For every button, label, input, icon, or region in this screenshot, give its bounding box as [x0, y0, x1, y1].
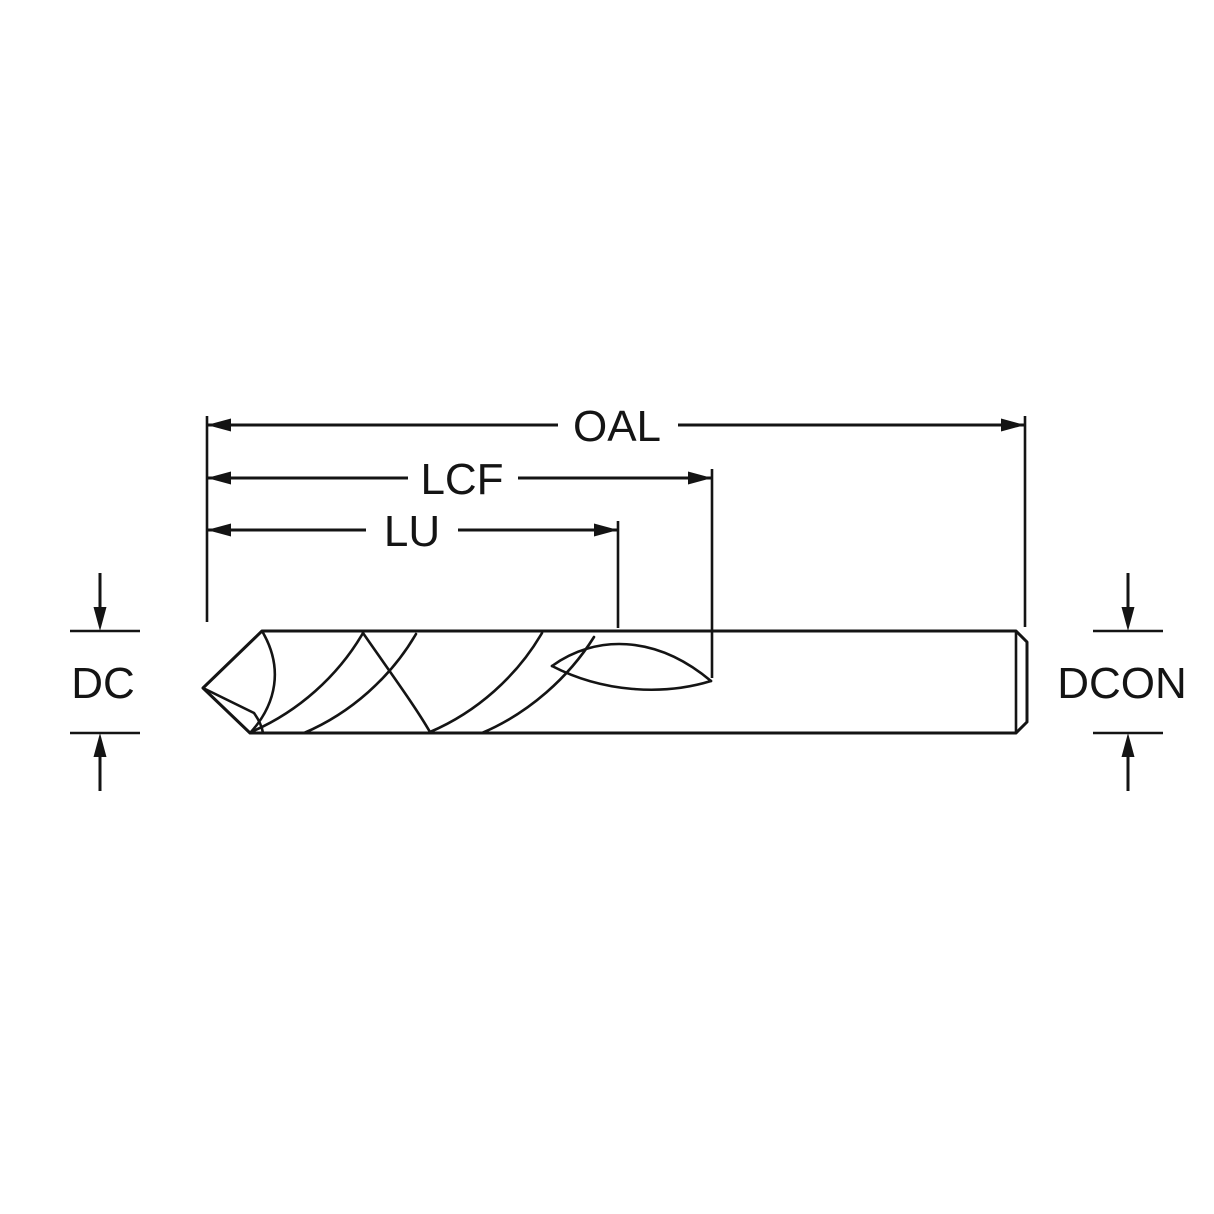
flute-face-mid — [361, 631, 432, 734]
dcon-arrow-bottom — [1121, 733, 1135, 757]
lu-arrow-right — [594, 523, 618, 537]
lcf-dimension: LCF — [207, 455, 714, 678]
drill-outline — [201, 629, 1029, 735]
flute-spiral-2-margin — [480, 635, 596, 735]
flute-spiral-1-margin — [302, 632, 418, 735]
lu-dimension: LU — [207, 507, 620, 628]
drill-bit-drawing — [201, 629, 1029, 735]
lu-arrow-left — [207, 523, 231, 537]
lu-label: LU — [384, 507, 440, 556]
flute-runout-top — [550, 642, 713, 683]
dc-arrow-bottom — [93, 733, 107, 757]
dc-label: DC — [71, 659, 135, 708]
dc-arrow-top — [93, 607, 107, 631]
oal-arrow-right — [1001, 418, 1025, 432]
flute-runout-bottom — [550, 664, 713, 692]
flute-spiral-2 — [428, 631, 544, 734]
dcon-arrow-top — [1121, 607, 1135, 631]
dcon-dimension: DCON — [1057, 573, 1187, 791]
oal-arrow-left — [207, 418, 231, 432]
flute-spiral-1 — [249, 631, 365, 734]
flute-face-tip — [249, 629, 277, 734]
oal-label: OAL — [573, 402, 661, 451]
dc-dimension: DC — [70, 573, 140, 791]
oal-dimension: OAL — [205, 402, 1027, 627]
dcon-label: DCON — [1057, 659, 1187, 708]
lcf-arrow-right — [688, 471, 712, 485]
lcf-arrow-left — [207, 471, 231, 485]
lcf-label: LCF — [420, 455, 503, 504]
